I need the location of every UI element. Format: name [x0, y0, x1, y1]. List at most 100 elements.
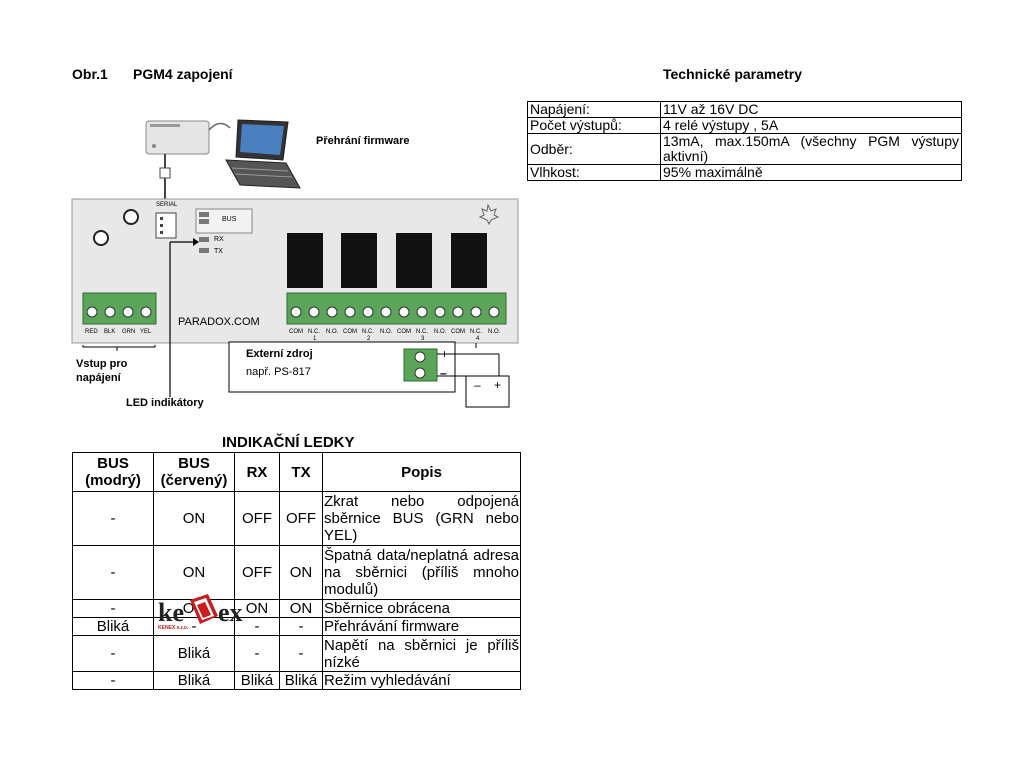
label-led-indicators: LED indikátory: [126, 397, 204, 409]
kenex-logo: ke ex KENEX s.r.o.: [156, 594, 248, 636]
cell-bus-red: Bliká: [153, 635, 235, 672]
relay-terminal-label: N.O.: [488, 329, 501, 335]
cell-rx: Bliká: [234, 671, 280, 690]
tech-params-table: Napájení: 11V až 16V DC Počet výstupů: 4…: [527, 101, 962, 181]
cell-rx: OFF: [234, 491, 280, 546]
tech-key: Napájení:: [527, 101, 661, 118]
relay-3: [396, 233, 432, 288]
power-terminal-label: YEL: [140, 329, 152, 335]
header-description: Popis: [322, 452, 521, 492]
power-terminal-label: GRN: [122, 329, 136, 335]
tech-value: 13mA, max.150mA (všechny PGM výstupy akt…: [660, 133, 962, 165]
label-power-input: Vstup pro napájení: [76, 357, 127, 385]
serial-label: SERIAL: [156, 202, 178, 208]
battery-minus-label: –: [474, 378, 481, 392]
label-external-example: např. PS-817: [246, 366, 311, 378]
cell-tx: OFF: [279, 491, 323, 546]
mounting-hole-icon: [123, 209, 139, 225]
relay-terminal-label: N.O.: [434, 329, 447, 335]
cell-description: Špatná data/neplatná adresa na sběrnici …: [322, 545, 521, 600]
cell-bus-blue: -: [72, 671, 154, 690]
usb-converter-icon: [145, 120, 231, 155]
relay-terminal-label: N.O.: [326, 329, 339, 335]
cell-description: Zkrat nebo odpojená sběrnice BUS (GRN ne…: [322, 491, 521, 546]
relay-terminal-label: N.C.: [362, 329, 374, 335]
tech-row: Napájení: 11V až 16V DC: [527, 101, 962, 118]
kenex-logo-mark: [190, 594, 218, 624]
mounting-hole-icon: [93, 230, 109, 246]
table-row: - ON OFF OFF Zkrat nebo odpojená sběrnic…: [72, 491, 521, 546]
cell-bus-blue: -: [72, 599, 154, 618]
cell-bus-blue: -: [72, 545, 154, 600]
tech-value: 95% maximálně: [660, 164, 962, 181]
relay-terminal-label: COM: [289, 329, 303, 335]
cell-bus-blue: -: [72, 491, 154, 546]
led-table-title: INDIKAČNÍ LEDKY: [222, 434, 355, 451]
relay-terminal-label: COM: [397, 329, 411, 335]
tech-row: Počet výstupů: 4 relé výstupy , 5A: [527, 117, 962, 134]
label-power-input-line2: napájení: [76, 372, 121, 384]
table-row: - ON OFF ON Špatná data/neplatná adresa …: [72, 545, 521, 600]
cell-tx: -: [279, 635, 323, 672]
cell-bus-blue: -: [72, 635, 154, 672]
relay-terminal-label: N.O.: [380, 329, 393, 335]
header-tx: TX: [279, 452, 323, 492]
table-row: Bliká - - - Přehrávání firmware: [72, 617, 521, 636]
cell-description: Přehrávání firmware: [322, 617, 521, 636]
tech-value: 11V až 16V DC: [660, 101, 962, 118]
relay-terminal-label: COM: [451, 329, 465, 335]
rx-label: RX: [214, 236, 224, 243]
header-rx: RX: [234, 452, 280, 492]
relay-4: [451, 233, 487, 288]
led-table: BUS (modrý) BUS (červený) RX TX Popis - …: [72, 452, 521, 690]
table-row: - ON ON ON Sběrnice obrácena: [72, 599, 521, 618]
cell-bus-red: Bliká: [153, 671, 235, 690]
plus-sign: +: [441, 347, 449, 361]
cell-description: Napětí na sběrnici je příliš nízké: [322, 635, 521, 672]
tx-label: TX: [214, 248, 223, 255]
arrow-right-icon: [193, 238, 199, 246]
tech-row: Odběr: 13mA, max.150mA (všechny PGM výst…: [527, 133, 962, 165]
cell-bus-red: ON: [153, 545, 235, 600]
tech-params-title: Technické parametry: [663, 66, 803, 82]
kenex-logo-sub: KENEX s.r.o.: [158, 625, 189, 631]
cell-tx: ON: [279, 545, 323, 600]
tech-key: Odběr:: [527, 133, 661, 165]
laptop-icon: [225, 119, 301, 189]
relay-terminal-label: N.C.: [470, 329, 482, 335]
cell-tx: Bliká: [279, 671, 323, 690]
label-firmware: Přehrání firmware: [316, 135, 410, 147]
label-external-source: Externí zdroj: [246, 348, 313, 360]
cell-tx: ON: [279, 599, 323, 618]
relay-number: 2: [367, 336, 371, 342]
battery-plus-label: +: [494, 378, 502, 392]
cell-bus-red: ON: [153, 491, 235, 546]
relay-terminal-label: N.C.: [308, 329, 320, 335]
figure-caption-number: Obr.1: [72, 66, 108, 82]
battery-icon: [465, 375, 510, 408]
header-bus-blue: BUS (modrý): [72, 452, 154, 492]
relay-1: [287, 233, 323, 288]
led-table-header-row: BUS (modrý) BUS (červený) RX TX Popis: [72, 452, 521, 492]
kenex-logo-text-left: ke: [158, 598, 184, 627]
relay-number: 4: [476, 336, 480, 342]
kenex-logo-text-right: ex: [218, 598, 243, 627]
cell-rx: -: [234, 635, 280, 672]
tech-row: Vlhkost: 95% maximálně: [527, 164, 962, 181]
table-row: - Bliká Bliká Bliká Režim vyhledávání: [72, 671, 521, 690]
tech-key: Počet výstupů:: [527, 117, 661, 134]
relay-2: [341, 233, 377, 288]
tech-value: 4 relé výstupy , 5A: [660, 117, 962, 134]
figure-caption-title: PGM4 zapojení: [133, 66, 233, 82]
relay-terminal-label: N.C.: [416, 329, 428, 335]
relay-terminal-label: COM: [343, 329, 357, 335]
maple-leaf-icon: [478, 203, 500, 226]
wiring-diagram: [71, 119, 519, 408]
serial-cable-icon: [159, 154, 171, 200]
header-bus-red: BUS (červený): [153, 452, 235, 492]
serial-connector: [155, 212, 177, 239]
bus-label: BUS: [222, 216, 237, 223]
cell-description: Sběrnice obrácena: [322, 599, 521, 618]
relay-terminal-block: [286, 292, 507, 325]
relay-number: 3: [421, 336, 425, 342]
